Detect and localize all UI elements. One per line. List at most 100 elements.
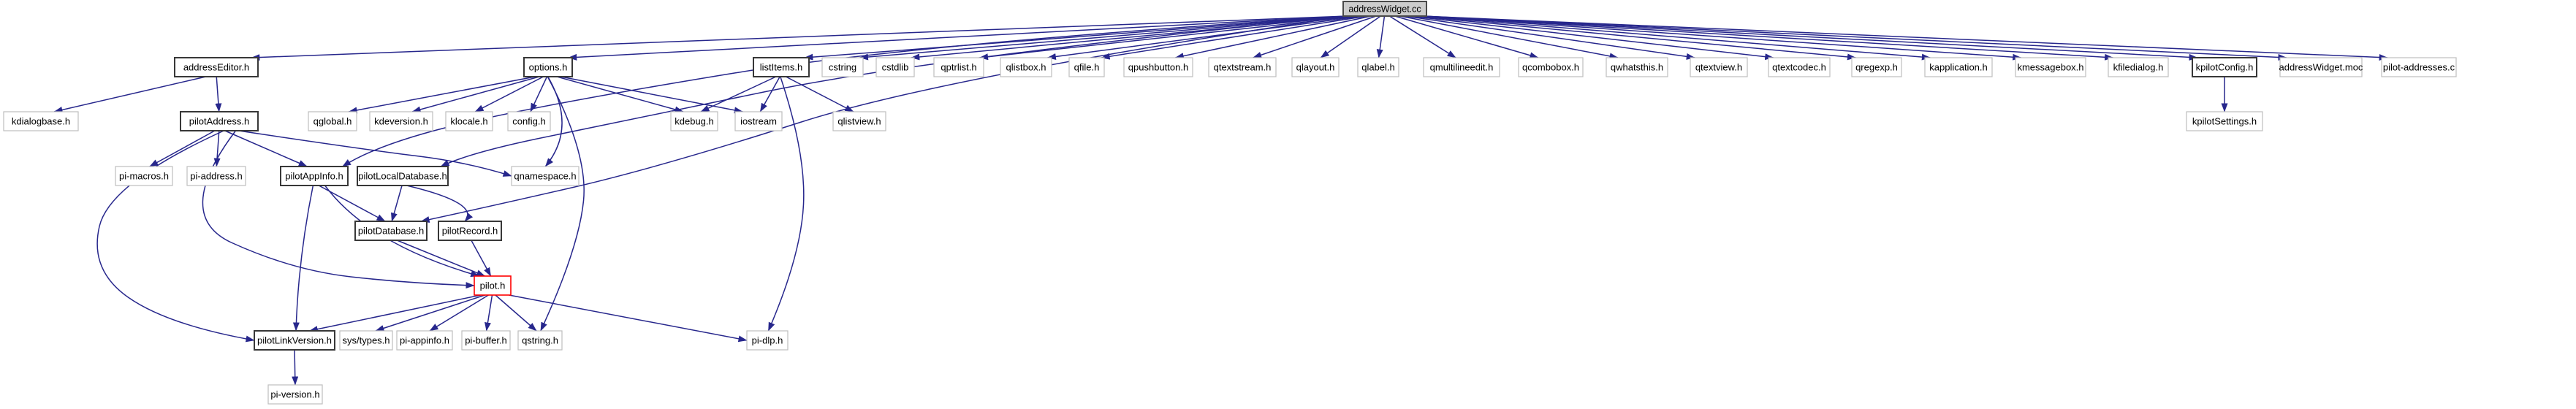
graph-node-qcombobox.h[interactable]: qcombobox.h xyxy=(1518,57,1584,77)
graph-node-pi-macros.h[interactable]: pi-macros.h xyxy=(115,166,173,186)
graph-node-kdialogbase.h[interactable]: kdialogbase.h xyxy=(3,111,79,131)
graph-edge xyxy=(786,76,854,112)
graph-node-pilotRecord.h[interactable]: pilotRecord.h xyxy=(438,221,502,241)
node-box xyxy=(746,330,789,351)
node-box xyxy=(734,111,783,131)
graph-edge xyxy=(1422,15,2198,61)
graph-node-kdeversion.h[interactable]: kdeversion.h xyxy=(369,111,433,131)
graph-edge xyxy=(342,15,1348,167)
graph-edge xyxy=(1422,15,2022,61)
node-label: cstring xyxy=(829,62,856,73)
graph-edge xyxy=(406,185,474,222)
node-box xyxy=(369,111,433,131)
node-box xyxy=(2015,57,2086,77)
graph-node-addressWidget.moc[interactable]: addressWidget.moc xyxy=(2279,57,2363,77)
graph-node-config.h[interactable]: config.h xyxy=(507,111,551,131)
node-label: kpilotSettings.h xyxy=(2192,116,2257,127)
graph-node-addressWidget.cc[interactable]: addressWidget.cc xyxy=(1342,1,1427,17)
graph-node-pi-address.h[interactable]: pi-address.h xyxy=(186,166,246,186)
graph-node-qnamespace.h[interactable]: qnamespace.h xyxy=(511,166,580,186)
node-box xyxy=(1291,57,1340,77)
graph-node-qfile.h[interactable]: qfile.h xyxy=(1068,57,1105,77)
graph-node-qlistview.h[interactable]: qlistview.h xyxy=(832,111,886,131)
graph-node-pilot.h[interactable]: pilot.h xyxy=(474,275,512,296)
graph-node-qptrlist.h[interactable]: qptrlist.h xyxy=(933,57,984,77)
graph-edge xyxy=(767,76,805,332)
graph-node-sys/types.h[interactable]: sys/types.h xyxy=(339,330,393,351)
graph-edge xyxy=(215,76,222,112)
node-label: pi-address.h xyxy=(190,171,243,182)
graph-node-qtextcodec.h[interactable]: qtextcodec.h xyxy=(1768,57,1831,77)
node-box xyxy=(1123,57,1193,77)
graph-node-listItems.h[interactable]: listItems.h xyxy=(753,57,810,77)
graph-node-pi-dlp.h[interactable]: pi-dlp.h xyxy=(746,330,789,351)
graph-edge xyxy=(411,76,540,113)
node-box xyxy=(2279,57,2363,77)
graph-node-qlabel.h[interactable]: qlabel.h xyxy=(1357,57,1399,77)
graph-node-kfiledialog.h[interactable]: kfiledialog.h xyxy=(2108,57,2169,77)
graph-node-qtextview.h[interactable]: qtextview.h xyxy=(1690,57,1748,77)
graph-edge xyxy=(251,15,1348,61)
node-box xyxy=(445,111,493,131)
graph-node-iostream[interactable]: iostream xyxy=(734,111,783,131)
graph-node-qtextstream.h[interactable]: qtextstream.h xyxy=(1208,57,1277,77)
graph-node-qlistbox.h[interactable]: qlistbox.h xyxy=(1000,57,1052,77)
graph-node-qlayout.h[interactable]: qlayout.h xyxy=(1291,57,1340,77)
graph-node-addressEditor.h[interactable]: addressEditor.h xyxy=(174,57,259,77)
graph-node-qglobal.h[interactable]: qglobal.h xyxy=(308,111,357,131)
graph-edge xyxy=(979,15,1360,61)
graph-node-kpilotConfig.h[interactable]: kpilotConfig.h xyxy=(2192,57,2257,77)
graph-node-kpilotSettings.h[interactable]: kpilotSettings.h xyxy=(2186,111,2263,131)
graph-node-pilotLocalDatabase.h[interactable]: pilotLocalDatabase.h xyxy=(357,166,449,186)
graph-node-klocale.h[interactable]: klocale.h xyxy=(445,111,493,131)
graph-edge xyxy=(509,294,748,343)
graph-node-pilotAddress.h[interactable]: pilotAddress.h xyxy=(180,111,259,131)
graph-node-qstring.h[interactable]: qstring.h xyxy=(517,330,563,351)
graph-node-qpushbutton.h[interactable]: qpushbutton.h xyxy=(1123,57,1193,77)
graph-edge xyxy=(1101,15,1367,60)
graph-edge xyxy=(308,294,481,333)
node-label: pi-macros.h xyxy=(119,171,169,182)
graph-node-options.h[interactable]: options.h xyxy=(523,57,573,77)
graph-edge xyxy=(149,130,216,167)
graph-node-qwhatsthis.h[interactable]: qwhatsthis.h xyxy=(1606,57,1668,77)
graph-node-qmultilineedit.h[interactable]: qmultilineedit.h xyxy=(1423,57,1500,77)
graph-node-kmessagebox.h[interactable]: kmessagebox.h xyxy=(2015,57,2086,77)
node-label: qtextcodec.h xyxy=(1772,62,1826,73)
graph-nodes: addressWidget.cc addressEditor.h options.h… xyxy=(3,1,2457,405)
node-label: pi-appinfo.h xyxy=(400,335,449,346)
graph-node-qregexp.h[interactable]: qregexp.h xyxy=(1851,57,1902,77)
graph-node-kapplication.h[interactable]: kapplication.h xyxy=(1924,57,1993,77)
graph-node-pilotDatabase.h[interactable]: pilotDatabase.h xyxy=(354,221,428,241)
node-label: kdeversion.h xyxy=(374,116,428,127)
graph-edge xyxy=(1422,15,2388,61)
node-box xyxy=(1342,1,1427,17)
graph-node-cstring[interactable]: cstring xyxy=(821,57,864,77)
node-box xyxy=(1423,57,1500,77)
node-box xyxy=(254,330,335,351)
node-label: addressWidget.cc xyxy=(1348,4,1421,15)
graph-edge xyxy=(1174,15,1372,60)
node-label: qtextview.h xyxy=(1695,62,1742,73)
graph-edge xyxy=(53,76,206,113)
graph-node-pi-version.h[interactable]: pi-version.h xyxy=(267,384,323,405)
graph-node-pilot-addresses.c[interactable]: pilot-addresses.c xyxy=(2381,57,2457,77)
node-box xyxy=(461,330,511,351)
graph-edge xyxy=(397,240,486,277)
graph-node-kdebug.h[interactable]: kdebug.h xyxy=(670,111,718,131)
node-label: kdebug.h xyxy=(675,116,714,127)
graph-edge xyxy=(1253,15,1377,58)
node-box xyxy=(357,166,449,186)
graph-edge xyxy=(348,76,536,114)
graph-node-pilotAppInfo.h[interactable]: pilotAppInfo.h xyxy=(280,166,349,186)
graph-edge xyxy=(859,15,1353,61)
graph-edge xyxy=(495,294,537,332)
graph-node-cstdlib[interactable]: cstdlib xyxy=(875,57,915,77)
graph-node-pi-appinfo.h[interactable]: pi-appinfo.h xyxy=(396,330,453,351)
node-box xyxy=(180,111,259,131)
graph-node-pi-buffer.h[interactable]: pi-buffer.h xyxy=(461,330,511,351)
node-label: addressWidget.moc xyxy=(2279,62,2363,73)
graph-node-pilotLinkVersion.h[interactable]: pilotLinkVersion.h xyxy=(254,330,335,351)
graph-edge xyxy=(804,15,1349,61)
